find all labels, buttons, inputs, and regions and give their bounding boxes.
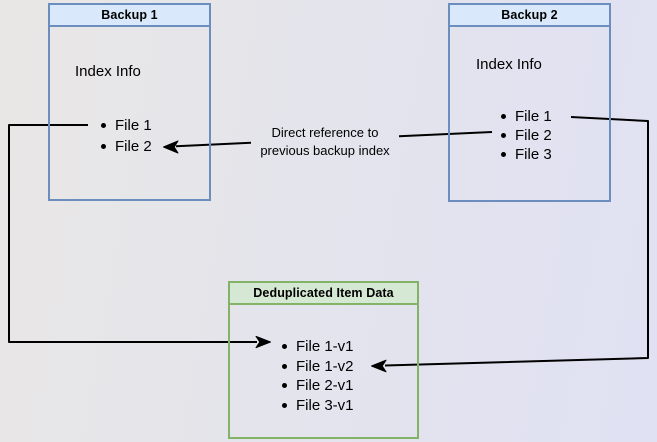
dedup-title: Deduplicated Item Data (253, 286, 394, 300)
list-item: File 1 (100, 115, 152, 136)
edge-label-line2: previous backup index (260, 143, 390, 158)
list-item: File 3 (500, 145, 552, 164)
list-item: File 2-v1 (281, 376, 354, 396)
arrowhead-backup2-to-dedup (371, 359, 387, 373)
list-item: File 2 (500, 126, 552, 145)
list-item: File 2 (100, 136, 152, 157)
list-item: File 1-v2 (281, 357, 354, 377)
backup2-header: Backup 2 (450, 5, 609, 27)
arrowhead-direct-reference (163, 140, 179, 154)
backup2-file-list: File 1 File 2 File 3 (500, 107, 552, 164)
dedup-header: Deduplicated Item Data (230, 283, 417, 305)
dedup-box: Deduplicated Item Data File 1-v1 File 1-… (228, 281, 419, 439)
connector-direct-reference-right (398, 131, 493, 138)
list-item: File 1-v1 (281, 337, 354, 357)
backup1-box: Backup 1 Index Info File 1 File 2 (48, 3, 211, 201)
backup2-title: Backup 2 (501, 8, 558, 22)
edge-label-line1: Direct reference to (271, 125, 379, 140)
backup1-header: Backup 1 (50, 5, 209, 27)
direct-reference-edge-label: Direct reference to previous backup inde… (245, 124, 405, 160)
backup1-file-list: File 1 File 2 (100, 115, 152, 157)
list-item: File 3-v1 (281, 396, 354, 416)
backup2-subtitle: Index Info (476, 56, 542, 73)
list-item: File 1 (500, 107, 552, 126)
backup1-title: Backup 1 (101, 8, 158, 22)
dedup-file-list: File 1-v1 File 1-v2 File 2-v1 File 3-v1 (281, 337, 354, 415)
backup1-subtitle: Index Info (75, 63, 141, 80)
connector-direct-reference-left (175, 141, 252, 148)
arrowhead-backup1-to-dedup (255, 335, 271, 349)
backup2-box: Backup 2 Index Info File 1 File 2 File 3 (448, 3, 611, 202)
